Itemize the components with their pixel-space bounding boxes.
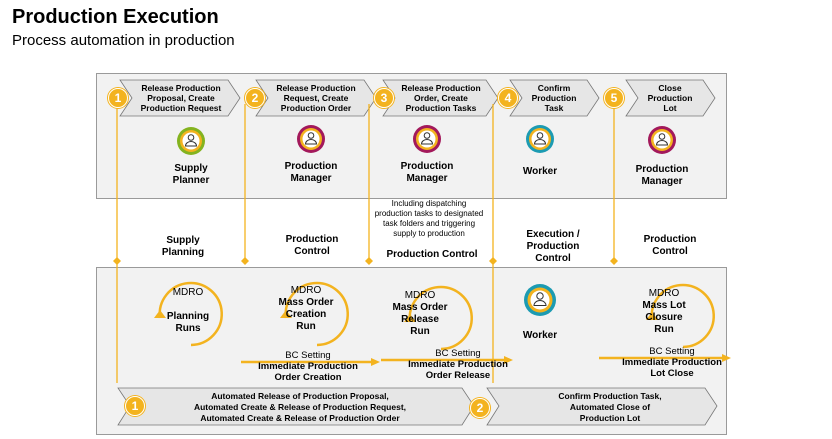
step-2-chevron [255, 79, 377, 117]
role-worker: Worker [522, 166, 558, 177]
bottom-2-number: 2 [470, 398, 490, 418]
step-1-chevron [119, 79, 241, 117]
worker-label-bottom: Worker [522, 330, 558, 341]
production-manager-icon-5 [648, 126, 676, 154]
bottom-1-number: 1 [125, 396, 145, 416]
bc-setting-arrows [241, 354, 731, 366]
cycle-arrowheads [154, 310, 658, 322]
supply-planner-icon [177, 127, 205, 155]
bottom-chevron-2 [486, 387, 718, 426]
cycle-arrows [158, 281, 715, 351]
connector-diamonds [113, 257, 618, 265]
step-4-chevron [509, 79, 600, 117]
page-title: Production Execution [12, 6, 219, 28]
step-3-number: 3 [374, 88, 394, 108]
worker-icon-top [526, 125, 554, 153]
bottom-automation-text-1: Automated Release of Production Proposal… [193, 391, 407, 423]
production-manager-icon-3 [413, 125, 441, 153]
step-5-chevron [625, 79, 716, 117]
worker-icon-bottom [524, 284, 556, 316]
area-production-control-3: Production Control [386, 249, 478, 260]
step-5-number: 5 [604, 88, 624, 108]
step-1-number: 1 [108, 88, 128, 108]
page-subtitle: Process automation in production [12, 32, 235, 49]
step-2-number: 2 [245, 88, 265, 108]
step-4-number: 4 [498, 88, 518, 108]
bottom-automation-text-2: Confirm Production Task,Automated Close … [558, 391, 662, 423]
connector-lines [116, 104, 615, 383]
step-3-chevron [382, 79, 499, 117]
production-manager-icon-2 [297, 125, 325, 153]
